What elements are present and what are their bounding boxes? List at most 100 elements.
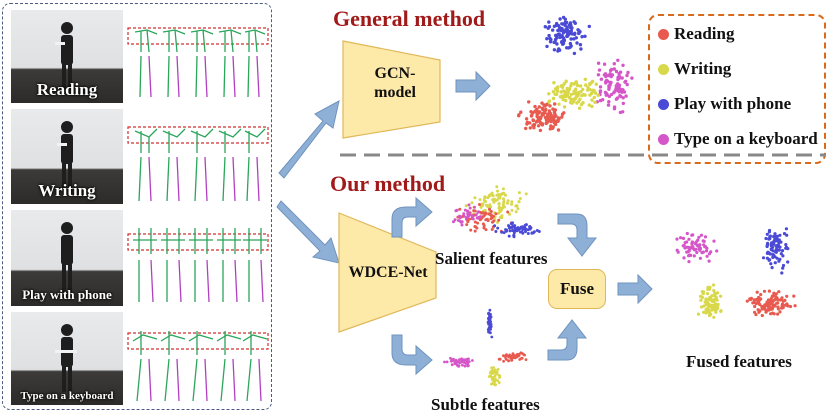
scatter-point (554, 23, 558, 28)
scatter-point (772, 242, 776, 246)
legend-label: Play with phone (674, 94, 792, 113)
scatter-point (687, 260, 691, 264)
scatter-point (776, 301, 780, 305)
scatter-point (710, 294, 714, 298)
scatter-point (594, 82, 598, 86)
scatter-point (544, 118, 549, 122)
scatter-point (454, 209, 458, 213)
scatter-point (470, 214, 474, 218)
scatter-point (468, 206, 472, 210)
legend-label: Type on a keyboard (674, 129, 818, 148)
scatter-point (557, 117, 561, 121)
scatter-point (793, 304, 797, 308)
scatter-point (589, 91, 594, 96)
scatter-point (621, 101, 625, 106)
scatter-point (704, 297, 708, 301)
scatter-point (548, 104, 552, 108)
scatter-point (687, 237, 691, 241)
scatter-point (560, 85, 565, 89)
scatter-point (776, 312, 780, 316)
scatter-point (481, 222, 485, 226)
scatter-point (777, 259, 781, 263)
scatter-point (716, 291, 720, 295)
skeleton-sequence-play-with-phone (127, 228, 269, 303)
scatter-point (712, 315, 716, 319)
scatter-point (780, 271, 784, 275)
scatter-point (701, 292, 705, 296)
scatter-point (491, 369, 494, 372)
scatter-point (607, 100, 611, 104)
scatter-point (449, 356, 452, 360)
scatter-point (498, 376, 501, 379)
scatter-point (609, 92, 614, 97)
scatter-point (785, 302, 789, 306)
scatter-point (596, 61, 601, 65)
scatter-point (540, 106, 544, 111)
arrow-to-our-method (276, 200, 340, 264)
scatter-point (614, 69, 619, 74)
scatter-point (494, 368, 497, 372)
scatter-point (608, 68, 613, 73)
scatter-point (715, 249, 719, 253)
scatter-point (776, 305, 780, 309)
scatter-point (695, 250, 699, 255)
scatter-point (757, 301, 761, 305)
scatter-point (493, 379, 497, 383)
scatter-point (772, 291, 776, 295)
scatter-point (496, 189, 499, 193)
scatter-point (781, 263, 786, 268)
scatter-point (707, 287, 712, 291)
scatter-point (607, 84, 611, 88)
scatter-point (776, 239, 780, 243)
scatter-point (596, 73, 601, 77)
scatter-point (514, 210, 518, 214)
scatter-point (500, 230, 504, 234)
salient-features-label: Salient features (435, 249, 548, 268)
scatter-point (574, 36, 578, 40)
scatter-point (770, 266, 774, 270)
scatter-point (553, 102, 557, 106)
scatter-point (578, 30, 582, 34)
scatter-point (487, 316, 491, 320)
scatter-point (547, 99, 552, 103)
scatter-point (576, 94, 580, 98)
scatter-point (445, 360, 449, 364)
scatter-point (758, 309, 762, 313)
scatter-point (711, 300, 715, 304)
scatter-point (484, 228, 488, 232)
scatter-point (702, 243, 706, 247)
scatter-point (523, 223, 527, 227)
person-figure-icon (55, 324, 77, 392)
scatter-point (491, 378, 494, 382)
scatter-point (461, 363, 464, 367)
scatter-point (566, 46, 571, 50)
scatter-point (698, 256, 702, 260)
scatter-point (488, 308, 492, 312)
scatter-point (764, 310, 768, 314)
scatter-point (620, 89, 624, 93)
scatter-point (624, 94, 628, 98)
scatter-point (625, 82, 629, 87)
fused-features-label: Fused features (686, 352, 792, 371)
scatter-point (469, 228, 473, 232)
scatter-point (575, 83, 580, 88)
scatter-point (568, 30, 572, 34)
sample-label: Reading (36, 80, 98, 99)
scatter-point (609, 74, 613, 79)
scatter-point (458, 207, 462, 211)
scatter-point (569, 84, 573, 88)
scatter-point (504, 354, 507, 358)
scatter-point (471, 217, 475, 221)
scatter-point (494, 230, 498, 233)
scatter-point (773, 261, 777, 265)
scatter-point (562, 105, 567, 109)
scatter-point (770, 295, 774, 299)
scatter-point (713, 291, 717, 295)
scatter-point (453, 362, 457, 366)
scatter-point (780, 249, 785, 253)
legend-dot (658, 28, 669, 40)
scatter-point (477, 210, 481, 214)
scatter-point (462, 214, 466, 218)
scatter-point (473, 209, 477, 213)
scatter-point (508, 355, 512, 359)
